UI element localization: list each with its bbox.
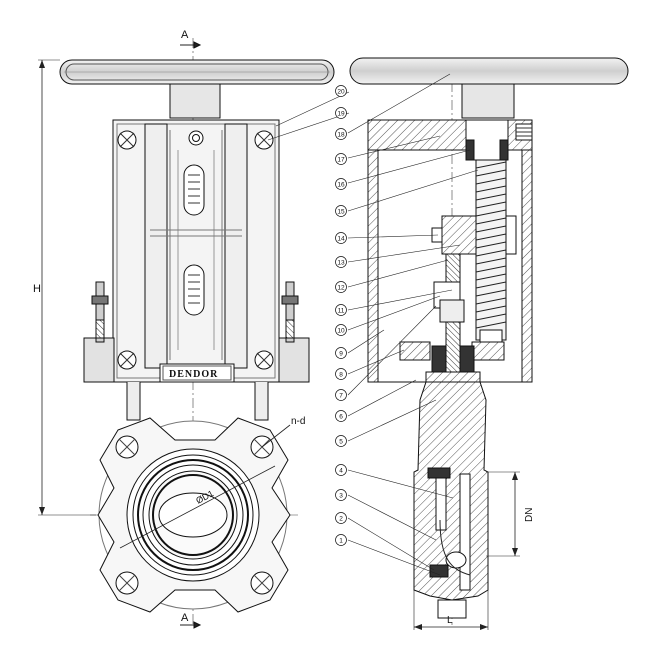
- callout-4: 4: [339, 468, 343, 475]
- section-arrows: [180, 41, 202, 629]
- callout-2: 2: [339, 516, 343, 523]
- callout-leaders: [267, 73, 479, 576]
- callout-bubbles: [335, 85, 347, 546]
- section-label-bottom: A: [181, 612, 189, 624]
- dimension-l: L: [447, 615, 453, 626]
- callout-15: 15: [337, 209, 345, 216]
- callout-13: 13: [337, 260, 345, 267]
- body-neck: [126, 382, 269, 421]
- callout-12: 12: [337, 285, 345, 292]
- callout-14: 14: [337, 236, 345, 243]
- height-dimension: [38, 59, 96, 516]
- brand-name: DENDOR: [169, 369, 218, 380]
- wheel-hub: [169, 83, 221, 119]
- callout-9: 9: [339, 351, 343, 358]
- yoke-frame-front: [112, 119, 280, 383]
- callout-1: 1: [339, 538, 343, 545]
- handwheel-side: [349, 57, 629, 85]
- callout-10: 10: [337, 328, 345, 335]
- brand-plate: [159, 363, 235, 383]
- callout-16: 16: [337, 182, 345, 189]
- callout-18: 18: [337, 132, 345, 139]
- threaded-spindle: [475, 159, 507, 355]
- callout-5: 5: [339, 439, 343, 446]
- l-dimension: [413, 590, 489, 630]
- callout-8: 8: [339, 372, 343, 379]
- callout-7: 7: [339, 393, 343, 400]
- wheel-hub-side: [461, 83, 515, 119]
- valve-body-front: [97, 417, 291, 613]
- callout-17: 17: [337, 157, 345, 164]
- side-studs: [83, 281, 310, 383]
- section-label-top: A: [181, 29, 189, 41]
- dimension-nd: n-d: [291, 416, 305, 427]
- callout-numbers: 20 19 18 17 16 15 14 13 12 11 10 9 8 7 6…: [337, 89, 345, 545]
- frame-bolts: [117, 130, 274, 370]
- callout-11: 11: [338, 308, 345, 315]
- callout-19: 19: [337, 111, 345, 118]
- callout-3: 3: [339, 493, 343, 500]
- dimension-dn: DN: [524, 508, 535, 522]
- dn-dimension: [486, 471, 520, 557]
- valve-body-section: [413, 381, 489, 619]
- dimension-h: H: [33, 283, 41, 295]
- callout-20: 20: [337, 89, 345, 96]
- handwheel-front: [59, 59, 335, 85]
- callout-6: 6: [339, 414, 343, 421]
- front-view: [38, 38, 335, 629]
- section-view: [267, 57, 629, 630]
